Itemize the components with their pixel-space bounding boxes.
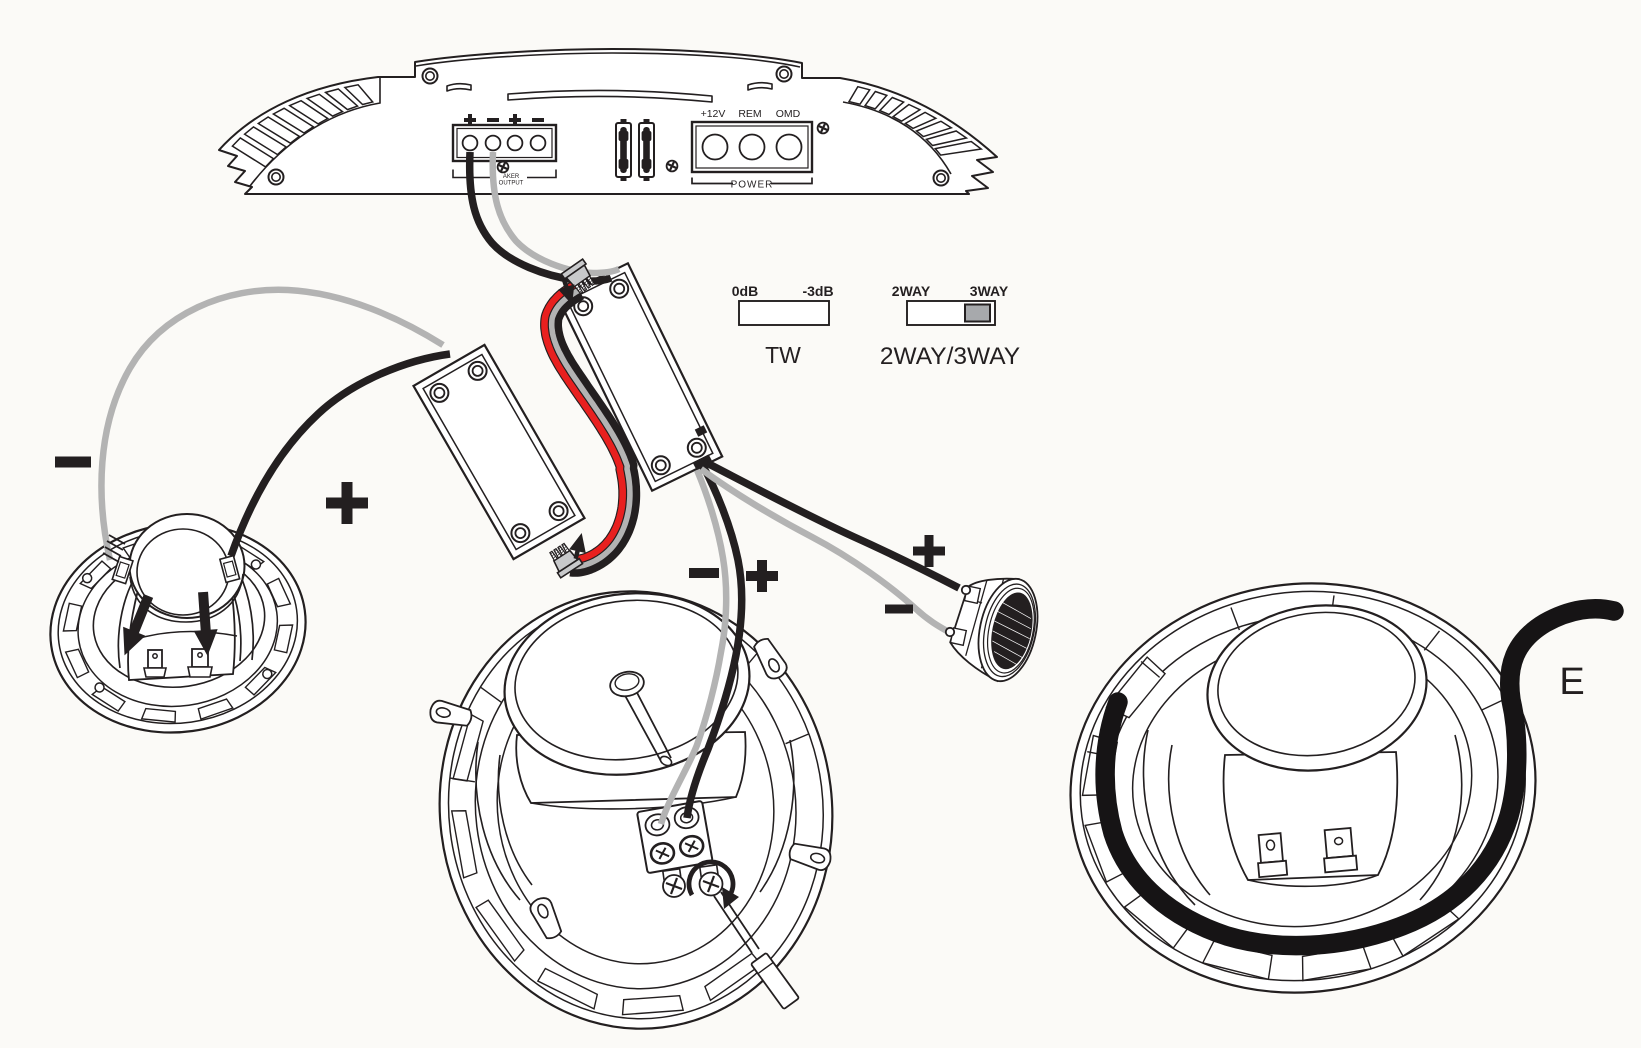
svg-text:OMD: OMD	[776, 108, 801, 120]
svg-text:+12V: +12V	[701, 108, 726, 120]
svg-text:0dB: 0dB	[732, 283, 758, 299]
svg-text:OUTPUT: OUTPUT	[499, 181, 524, 187]
svg-text:AKER: AKER	[503, 174, 520, 180]
svg-text:-3dB: -3dB	[802, 283, 833, 299]
svg-text:POWER: POWER	[731, 180, 774, 191]
svg-text:TW: TW	[765, 342, 801, 368]
svg-text:3WAY: 3WAY	[970, 283, 1009, 299]
svg-text:2WAY/3WAY: 2WAY/3WAY	[880, 343, 1020, 370]
svg-text:E: E	[1559, 661, 1584, 703]
svg-text:2WAY: 2WAY	[892, 283, 931, 299]
svg-text:REM: REM	[738, 108, 761, 120]
